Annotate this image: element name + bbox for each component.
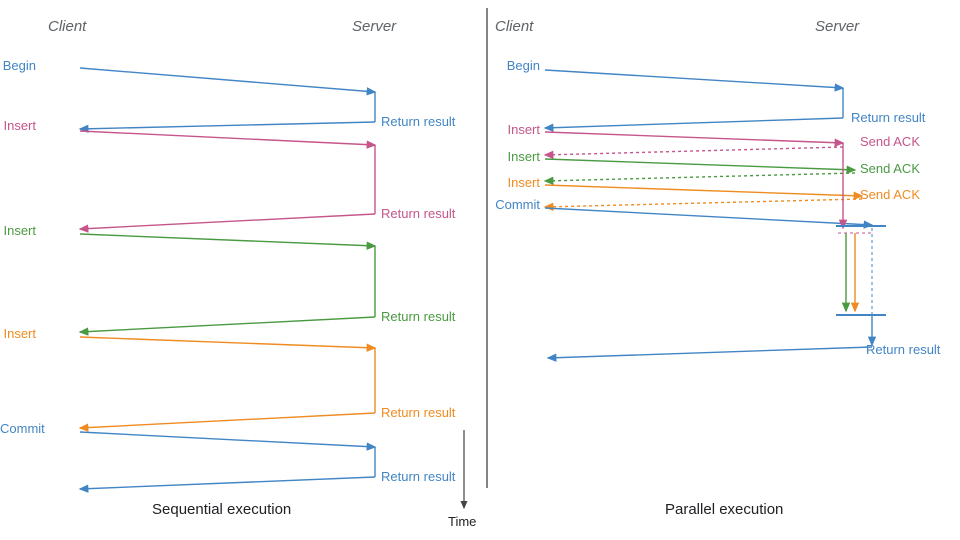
send-ack-arrow-0 — [543, 146, 844, 159]
left-server-label-3: Return result — [381, 405, 456, 420]
right-client-label-3: Insert — [507, 175, 540, 190]
begin-request-arrow — [544, 69, 845, 92]
right-server-label-4: Return result — [866, 342, 941, 357]
request-arrow-2 — [79, 233, 377, 250]
send-ack-arrow-1 — [543, 172, 856, 185]
left-client-label-1: Insert — [3, 118, 36, 133]
parallel-request-arrow-3 — [544, 207, 874, 229]
parallel-request-arrow-2 — [544, 184, 864, 200]
left-client-label-4: Commit — [0, 421, 45, 436]
left-client-label-2: Insert — [3, 223, 36, 238]
right-client-label-1: Insert — [507, 122, 540, 137]
right-client-label-4: Commit — [495, 197, 540, 212]
reply-arrow-0 — [78, 121, 376, 133]
left-actor-client: Client — [48, 18, 87, 35]
right-client-label-2: Insert — [507, 149, 540, 164]
request-arrow-4 — [79, 431, 377, 451]
sequential-execution-diagram — [78, 67, 377, 493]
right-server-label-1: Send ACK — [860, 134, 920, 149]
reply-arrow-2 — [78, 316, 376, 336]
left-client-label-0: Begin — [2, 58, 36, 73]
left-server-label-0: Return result — [381, 114, 456, 129]
reply-arrow-4 — [78, 476, 376, 493]
request-arrow-1 — [79, 130, 377, 149]
time-axis-label: Time — [448, 514, 477, 529]
left-server-label-4: Return result — [381, 469, 456, 484]
left-client-label-3: Insert — [3, 326, 36, 341]
time-axis — [460, 8, 488, 510]
left-server-label-2: Return result — [381, 309, 456, 324]
request-arrow-0 — [79, 67, 377, 96]
right-client-label-0: Begin — [506, 58, 540, 73]
left-server-label-1: Return result — [381, 206, 456, 221]
right-actor-server: Server — [815, 18, 860, 35]
right-caption: Parallel execution — [665, 501, 784, 518]
final-reply-arrow — [546, 346, 873, 362]
right-server-label-0: Return result — [851, 110, 926, 125]
parallel-execution-diagram — [543, 69, 886, 362]
right-server-label-2: Send ACK — [860, 161, 920, 176]
request-arrow-3 — [79, 336, 377, 352]
left-actor-server: Server — [352, 18, 397, 35]
parallel-request-arrow-1 — [544, 158, 857, 174]
send-ack-arrow-2 — [543, 198, 863, 211]
right-server-label-3: Send ACK — [860, 187, 920, 202]
parallel-request-arrow-0 — [544, 131, 845, 147]
begin-reply-arrow — [543, 117, 844, 132]
reply-arrow-1 — [78, 213, 376, 233]
left-caption: Sequential execution — [152, 501, 292, 518]
right-actor-client: Client — [495, 18, 534, 35]
reply-arrow-3 — [78, 412, 376, 432]
